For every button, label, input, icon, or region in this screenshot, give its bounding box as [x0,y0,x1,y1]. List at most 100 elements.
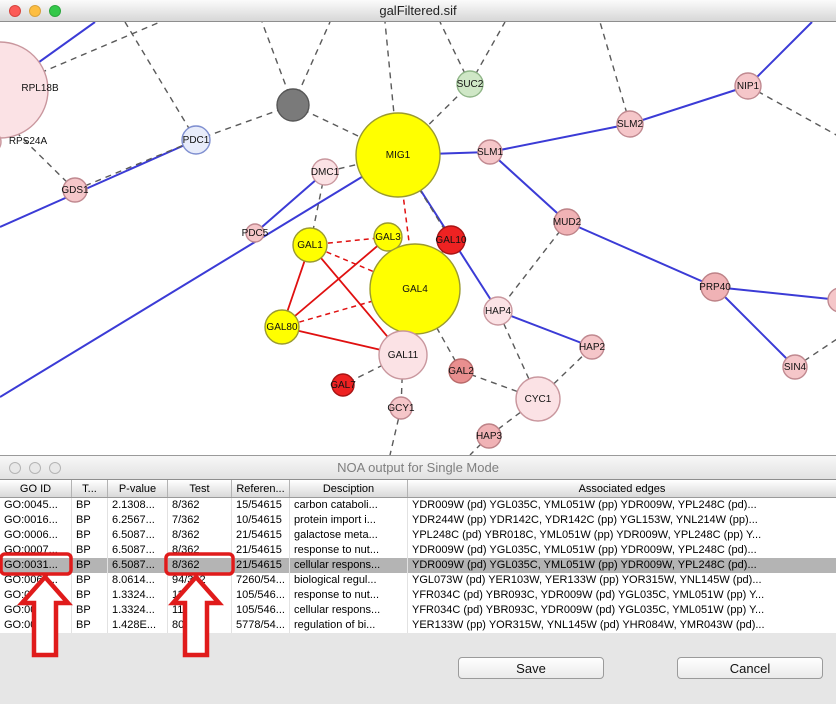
graph-node-mud2[interactable] [554,209,580,235]
table-cell: 1.428E... [108,618,168,633]
graph-edge[interactable] [748,86,836,137]
table-cell: YDR244W (pp) YDR142C, YDR142C (pp) YGL15… [408,513,836,528]
graph-node-hap4[interactable] [484,297,512,325]
graph-node-unlabeled[interactable] [277,89,309,121]
graph-node-hap2[interactable] [580,335,604,359]
graph-node-gal10[interactable] [437,226,465,254]
graph-node-mig1[interactable] [356,113,440,197]
graph-edge[interactable] [490,124,630,152]
graph-edge[interactable] [715,287,795,367]
noa-window-titlebar[interactable]: NOA output for Single Mode [0,456,836,480]
table-cell: BP [72,528,108,543]
table-row[interactable]: GO:0007...BP6.5087...8/36221/54615respon… [0,543,836,558]
column-header-p-value[interactable]: P-value [108,480,168,497]
traffic-lights [9,462,61,474]
graph-edge[interactable] [498,311,592,347]
table-cell: 94/362 [168,573,232,588]
graph-node-rpl18b[interactable] [0,42,48,138]
table-cell: GO:0031... [0,603,72,618]
graph-edge[interactable] [75,140,196,190]
table-cell: biological regul... [290,573,408,588]
graph-edge[interactable] [567,222,715,287]
graph-node-gds1[interactable] [63,178,87,202]
graph-node-dmc1[interactable] [312,159,338,185]
table-row[interactable]: GO:0031...BP1.3324...11/362105/546...cel… [0,603,836,618]
table-cell: 6.5087... [108,543,168,558]
column-header-referen[interactable]: Referen... [232,480,290,497]
graph-node-prp40[interactable] [701,273,729,301]
graph-node-cyc1[interactable] [516,377,560,421]
noa-results-table: GO IDT...P-valueTestReferen...Desciption… [0,480,836,633]
table-cell: YGL073W (pd) YER103W, YER133W (pp) YOR31… [408,573,836,588]
graph-edge[interactable] [498,222,567,311]
graph-node-gal4[interactable] [370,244,460,334]
table-row[interactable]: GO:0050...BP1.428E...80/3625778/54...reg… [0,618,836,633]
graph-node-pdc5[interactable] [246,224,264,242]
close-button[interactable] [9,5,21,17]
graph-node-suc2[interactable] [457,71,483,97]
zoom-button[interactable] [49,462,61,474]
table-cell: response to nut... [290,588,408,603]
column-header-t[interactable]: T... [72,480,108,497]
close-button[interactable] [9,462,21,474]
graph-edge[interactable] [715,287,836,300]
graph-node-gal80[interactable] [265,310,299,344]
graph-node-hap3[interactable] [477,424,501,448]
table-cell: 1.3324... [108,588,168,603]
graph-node-gal11[interactable] [379,331,427,379]
column-header-test[interactable]: Test [168,480,232,497]
table-cell: 2.1308... [108,498,168,513]
graph-edge[interactable] [14,130,75,190]
table-cell: 8/362 [168,528,232,543]
graph-window-titlebar[interactable]: galFiltered.sif [0,0,836,22]
minimize-button[interactable] [29,462,41,474]
graph-window: galFiltered.sif RPL18BRPS24APDC1GDS1MIG1… [0,0,836,455]
graph-edge[interactable] [0,140,196,227]
table-cell: YER133W (pp) YOR315W, YNL145W (pd) YHR08… [408,618,836,633]
table-cell: 6.5087... [108,558,168,573]
table-row[interactable]: GO:0065...BP8.0614...94/3627260/54...bio… [0,573,836,588]
table-cell: GO:0050... [0,618,72,633]
graph-edge[interactable] [630,86,748,124]
table-cell: galactose meta... [290,528,408,543]
table-cell: 11/362 [168,603,232,618]
graph-edge[interactable] [125,22,196,140]
column-header-associated-edges[interactable]: Associated edges [408,480,836,497]
graph-edge[interactable] [0,155,398,397]
graph-node-sin4[interactable] [783,355,807,379]
zoom-button[interactable] [49,5,61,17]
table-row[interactable]: GO:0006...BP6.5087...8/36221/54615galact… [0,528,836,543]
graph-edge[interactable] [255,172,325,233]
column-header-go-id[interactable]: GO ID [0,480,72,497]
save-button[interactable]: Save [458,657,604,679]
table-cell: protein import i... [290,513,408,528]
graph-node-gal7[interactable] [332,374,354,396]
network-canvas[interactable]: RPL18BRPS24APDC1GDS1MIG1SUC2SLM1SLM2NIP1… [0,22,836,455]
graph-node-gal1[interactable] [293,228,327,262]
table-cell: BP [72,543,108,558]
table-cell: 10/54615 [232,513,290,528]
graph-node-gal2[interactable] [449,359,473,383]
graph-node-unlabeled[interactable] [828,288,836,312]
column-header-desciption[interactable]: Desciption [290,480,408,497]
graph-node-nip1[interactable] [735,73,761,99]
table-row[interactable]: GO:0009...BP1.3324...11/362105/546...res… [0,588,836,603]
graph-node-gcy1[interactable] [390,397,412,419]
table-row[interactable]: GO:0016...BP6.2567...7/36210/54615protei… [0,513,836,528]
dialog-footer: Save Cancel [0,633,836,704]
minimize-button[interactable] [29,5,41,17]
table-row[interactable]: GO:0031...BP6.5087...8/36221/54615cellul… [0,558,836,573]
table-cell: 5778/54... [232,618,290,633]
graph-node-slm1[interactable] [478,140,502,164]
graph-node-slm2[interactable] [617,111,643,137]
table-cell: 1.3324... [108,603,168,618]
table-header-row: GO IDT...P-valueTestReferen...Desciption… [0,480,836,498]
cancel-button[interactable]: Cancel [677,657,823,679]
table-row[interactable]: GO:0045...BP2.1308...8/36215/54615carbon… [0,498,836,513]
table-cell: GO:0031... [0,558,72,573]
graph-node-pdc1[interactable] [182,126,210,154]
graph-edge[interactable] [600,22,630,124]
table-body: GO:0045...BP2.1308...8/36215/54615carbon… [0,498,836,633]
graph-edge[interactable] [490,152,567,222]
